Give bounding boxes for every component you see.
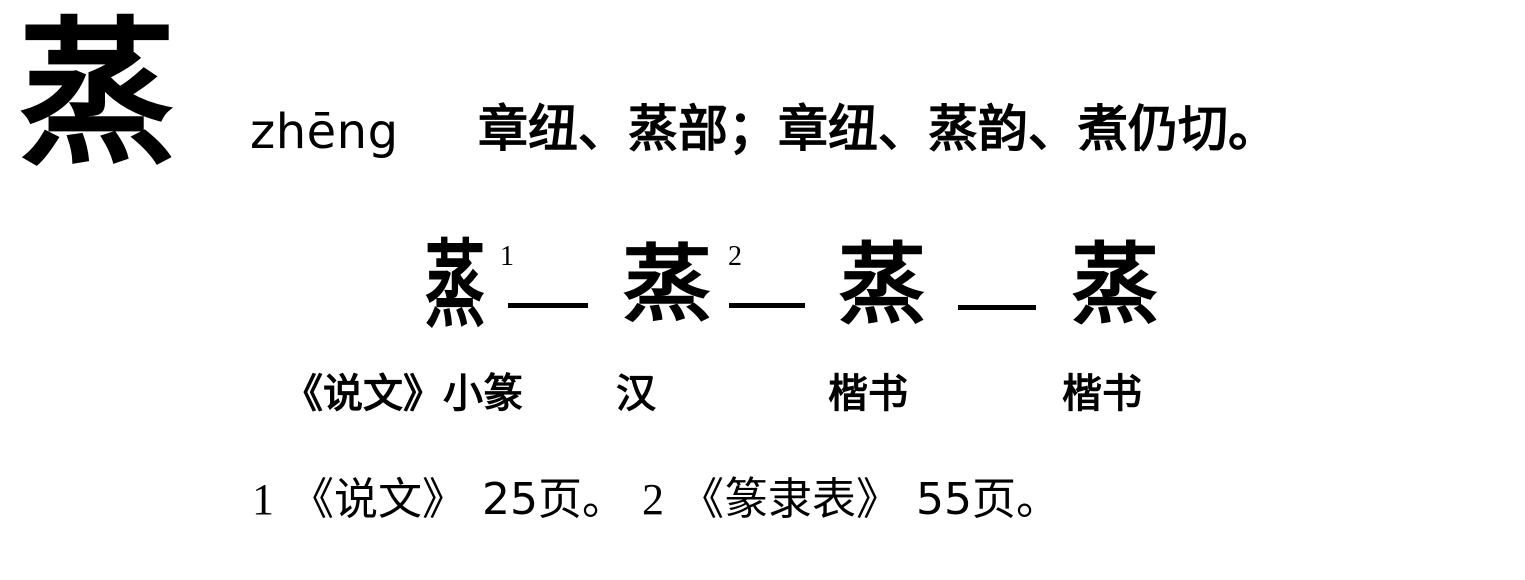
regular-script-glyph-1: 蒸 [837,233,926,336]
evolution-stage-1: 蒸 [385,225,525,345]
evolution-stage-4: 蒸 [1040,225,1190,345]
caption-stage-3: 楷书 [828,371,908,417]
evolution-stage-3: 蒸 [808,225,956,345]
footnote-marker-1: 1 [500,241,514,272]
headword-character: 蒸 [18,3,176,187]
script-evolution-chart: 蒸 1 蒸 2 蒸 蒸 [0,225,1525,370]
footnote-2-number: 2 [642,475,664,524]
caption-stage-2: 汉 [616,371,656,417]
evolution-connector-2 [729,303,805,308]
regular-script-glyph-2: 蒸 [1070,233,1159,336]
seal-script-glyph: 蒸 [424,230,486,340]
clerical-script-glyph: 蒸 [622,235,712,334]
footnote-1-page: 25页。 [482,474,626,525]
pinyin-reading: zhēng [250,104,399,160]
footnote-1-number: 1 [252,475,274,524]
footnote-line: 1 《说文》 25页。 2 《篆隶表》 55页。 [252,472,1060,528]
footnote-1-source: 《说文》 [290,474,466,525]
footnote-2-source: 《篆隶表》 [680,474,900,525]
phonology-line: 章纽、蒸部；章纽、蒸韵、煮仍切。 [478,100,1278,158]
footnote-marker-2: 2 [728,241,742,272]
evolution-stage-2: 蒸 [592,225,742,345]
footnote-2-page: 55页。 [916,474,1060,525]
caption-stage-1: 《说文》小篆 [283,371,523,417]
evolution-connector-3 [958,305,1036,310]
caption-stage-4: 楷书 [1062,371,1142,417]
evolution-connector-1 [508,303,588,308]
